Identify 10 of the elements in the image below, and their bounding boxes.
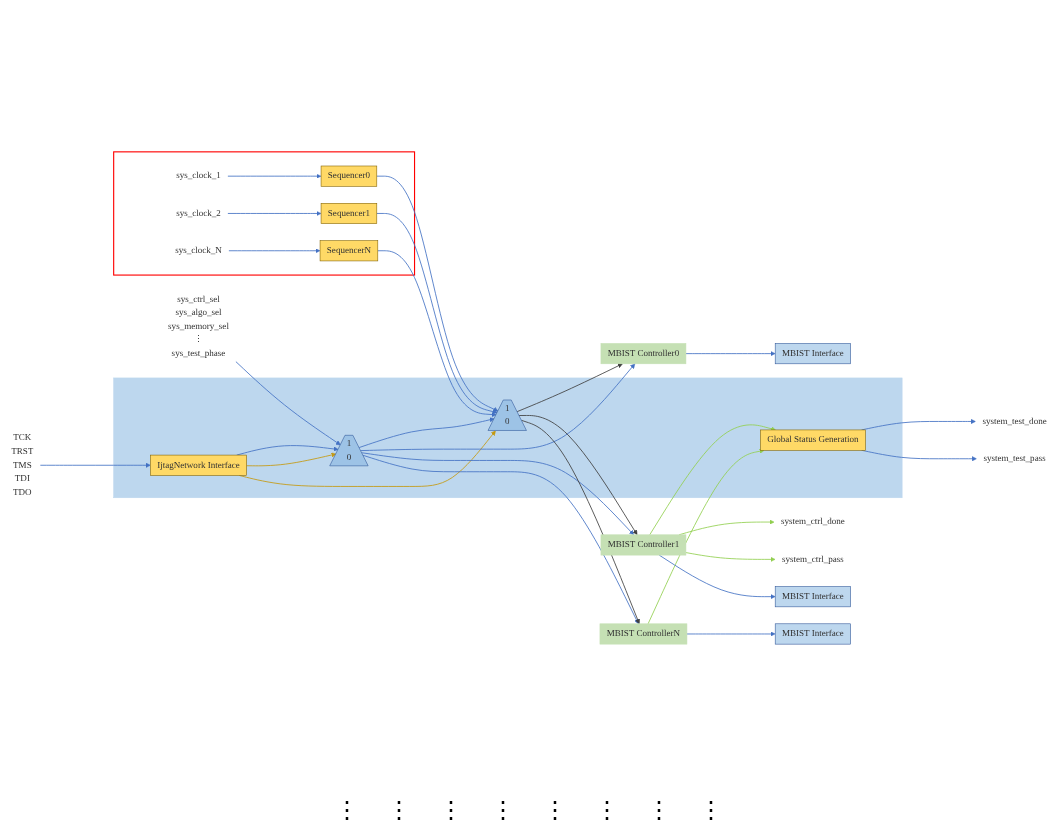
ellipsis-mark: ⋮ (595, 796, 619, 828)
ellipsis-mark: ⋮ (387, 796, 411, 828)
ellipsis-mark: ⋮ (543, 796, 567, 828)
cluster (113, 377, 903, 499)
ellipsis-mark: ⋮ (439, 796, 463, 828)
cluster (113, 151, 416, 276)
ellipsis-mark: ⋮ (647, 796, 671, 828)
ellipsis-mark: ⋮ (491, 796, 515, 828)
ellipsis-mark: ⋮ (699, 796, 723, 828)
ellipsis-mark: ⋮ (335, 796, 359, 828)
